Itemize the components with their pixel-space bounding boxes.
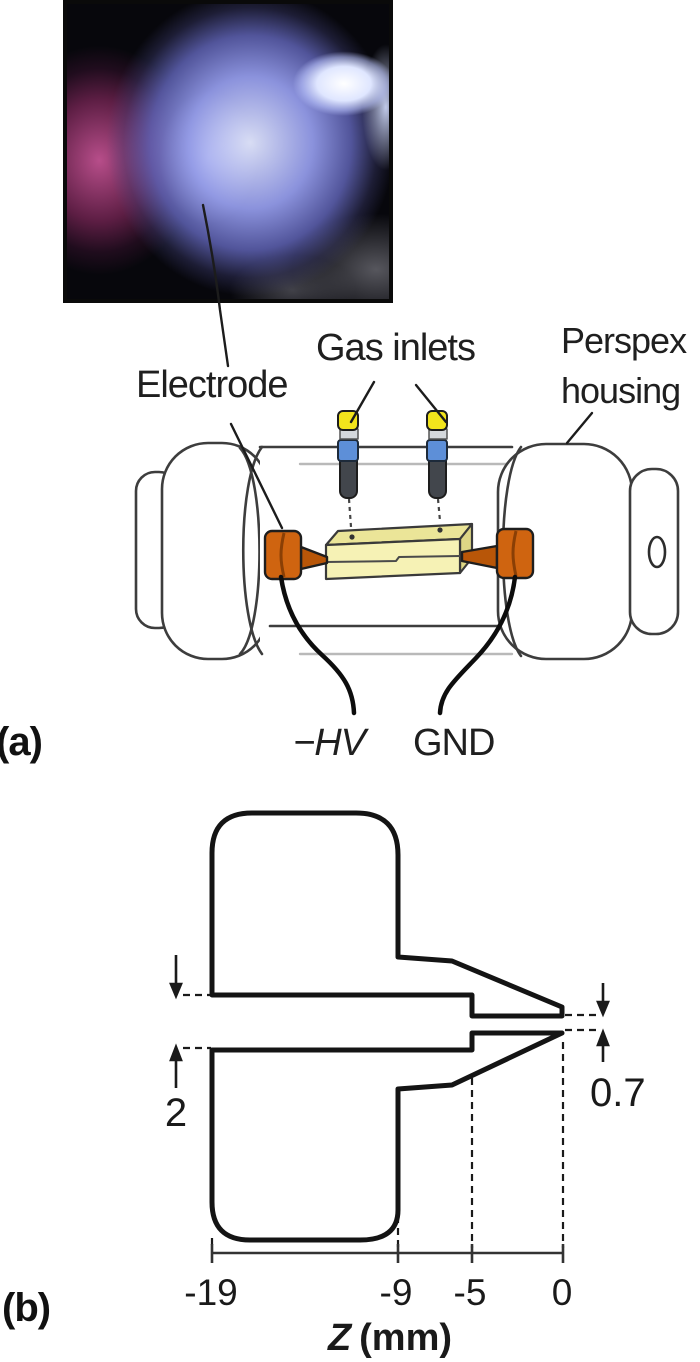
tick-label-9: -9 <box>380 1272 413 1313</box>
inlet-hole-right <box>437 527 443 533</box>
gnd-wire <box>437 574 518 716</box>
dim07-arrow-down-head <box>596 1000 610 1018</box>
tick-label-0: 0 <box>552 1272 573 1313</box>
block-channel-seam <box>325 555 461 563</box>
panel-a-tag: (a) <box>0 720 43 764</box>
nozzle-lower-half <box>209 1030 565 1243</box>
central-cylinder-face-arc <box>242 445 264 656</box>
plasma-discharge-photo <box>63 0 393 303</box>
hv-wire <box>278 574 357 716</box>
left-cap-face-arc <box>238 446 261 656</box>
electrode-left-shade <box>279 532 286 578</box>
inlet-hole-left <box>349 534 355 540</box>
panel-b-drawing: 2 0.7 -19 -9 -5 0 Z(mm) <box>165 810 646 1359</box>
gnd-label: GND <box>413 722 495 764</box>
dielectric-block <box>324 522 474 581</box>
inlet-blue-sleeve <box>426 439 448 462</box>
neg-hv-label: −HV <box>293 722 366 764</box>
photo-pointer-line <box>201 203 230 368</box>
panel-b-tag: (b) <box>2 1286 51 1330</box>
dim07-arrow-up-head <box>596 1028 610 1047</box>
electrode-leader-line <box>229 422 284 530</box>
panel-a-schematic <box>134 203 680 716</box>
tick-label-5: -5 <box>454 1272 487 1313</box>
perspex-label-line2: housing <box>561 370 681 411</box>
gas-leader-left <box>349 380 376 424</box>
inlet-yellow-cap <box>337 410 359 431</box>
dim2-arrow-down-head <box>169 982 183 1000</box>
electrode-right-shade <box>511 530 518 577</box>
electrode-label: Electrode <box>136 364 289 406</box>
z-axis-label: Z(mm) <box>327 1317 452 1359</box>
tick-label-19: -19 <box>184 1272 237 1313</box>
perspex-leader <box>565 411 594 445</box>
gas-inlet-left <box>337 410 359 499</box>
dim-channel-height: 2 <box>165 1091 187 1135</box>
gas-path-right-dashed <box>436 498 442 522</box>
exit-aperture <box>647 535 667 569</box>
dim-exit-gap: 0.7 <box>590 1071 646 1115</box>
inlet-blue-sleeve <box>337 439 359 462</box>
block-front-face <box>324 537 462 581</box>
gas-leader-right <box>414 383 448 424</box>
perspex-label-line1: Perspex <box>561 320 687 361</box>
gas-inlets-label: Gas inlets <box>316 327 476 369</box>
dim2-arrow-up-head <box>169 1043 183 1062</box>
nozzle-upper-half <box>209 810 565 1019</box>
gas-inlet-right <box>426 410 448 499</box>
